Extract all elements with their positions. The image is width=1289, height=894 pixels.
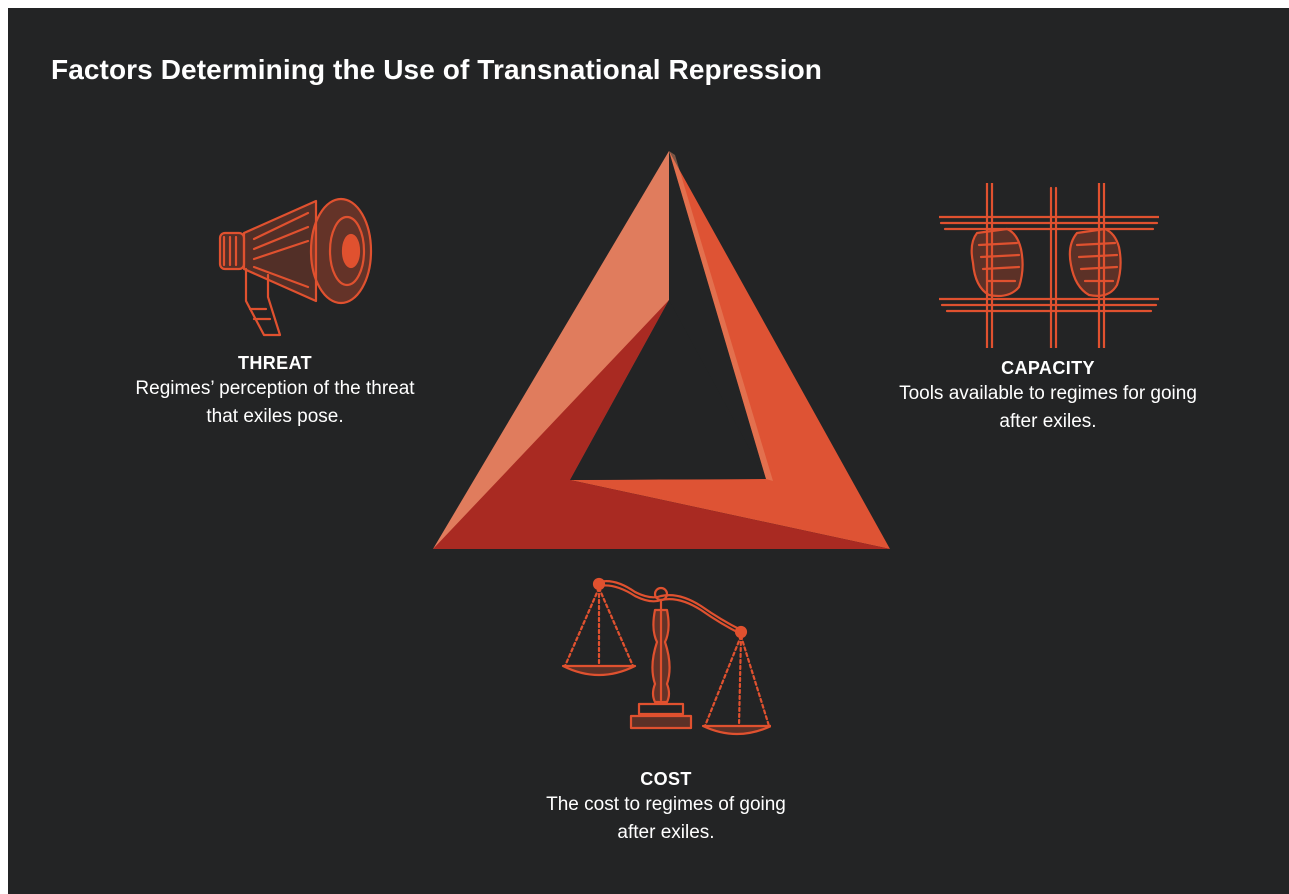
cost-factor: COST The cost to regimes of going after … bbox=[499, 767, 833, 847]
cost-heading: COST bbox=[640, 769, 692, 789]
triangle-face-bottom bbox=[433, 300, 890, 549]
threat-description-line-2: that exiles pose. bbox=[206, 406, 344, 427]
megaphone-icon bbox=[218, 197, 373, 337]
penrose-triangle bbox=[433, 151, 890, 549]
cost-description-line-1: The cost to regimes of going bbox=[546, 794, 786, 815]
triangle-face-right bbox=[570, 151, 890, 549]
triangle-face-left bbox=[433, 151, 669, 549]
threat-factor: THREAT Regimes’ perception of the threat… bbox=[105, 351, 445, 431]
capacity-factor: CAPACITY Tools available to regimes for … bbox=[855, 356, 1241, 436]
capacity-description-line-1: Tools available to regimes for going bbox=[899, 383, 1197, 404]
capacity-heading: CAPACITY bbox=[1001, 358, 1095, 378]
prison-bars-icon bbox=[939, 183, 1159, 348]
diagram-title: Factors Determining the Use of Transnati… bbox=[51, 54, 823, 85]
triangle-hole bbox=[570, 300, 766, 480]
cost-description-line-2: after exiles. bbox=[617, 822, 715, 843]
scales-icon bbox=[561, 577, 771, 736]
triangle-edge-shade bbox=[669, 151, 773, 481]
threat-heading: THREAT bbox=[237, 353, 313, 373]
threat-description-line-1: Regimes’ perception of the threat bbox=[135, 378, 415, 399]
diagram-panel: Factors Determining the Use of Transnati… bbox=[8, 8, 1289, 894]
capacity-description-line-2: after exiles. bbox=[999, 411, 1097, 432]
